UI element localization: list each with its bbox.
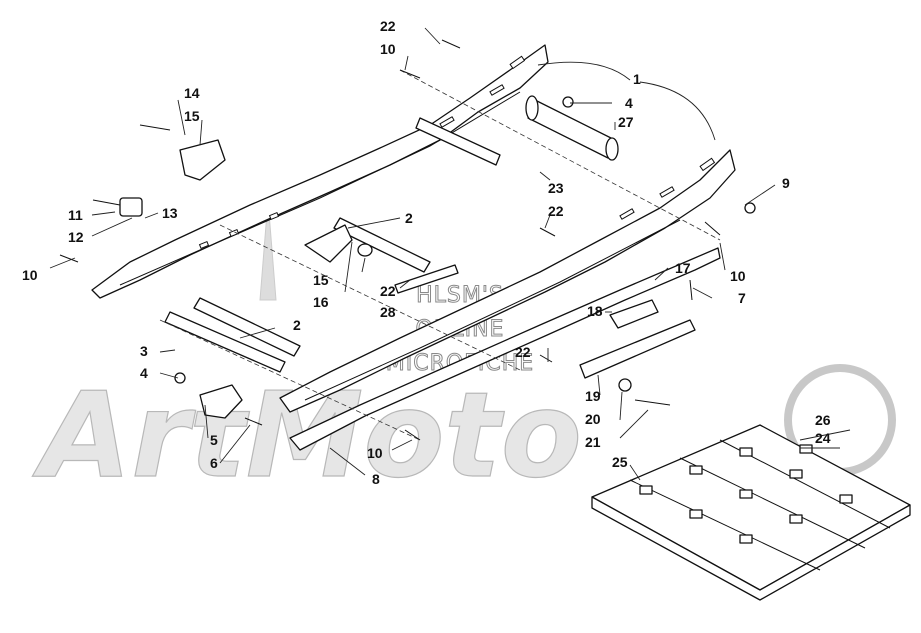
- left-rail: [91, 44, 549, 299]
- callout-24: 24: [815, 430, 831, 446]
- callout-23: 23: [548, 180, 564, 196]
- callout-9: 9: [782, 175, 790, 191]
- bracket-15-lower: [304, 224, 353, 263]
- bolt-22-top: [441, 39, 461, 49]
- bolt-10-left: [59, 254, 79, 263]
- track: [591, 424, 911, 601]
- bolt-10-bottom: [404, 429, 421, 441]
- cross-shafts: [159, 69, 721, 441]
- washer-20: [618, 378, 632, 392]
- callout-25: 25: [612, 454, 628, 470]
- pin-7: [689, 279, 693, 301]
- callout-26: 26: [815, 412, 831, 428]
- callout-27: 27: [618, 114, 634, 130]
- bolt-11: [92, 199, 121, 206]
- bumper-5: [199, 384, 243, 419]
- callout-labels: 1 2 2 3 4 4 5 6 7 8 9 10 10 10 10 11 12 …: [22, 18, 831, 487]
- callout-2-lower: 2: [293, 317, 301, 333]
- callout-10-top: 10: [380, 41, 396, 57]
- callout-11: 11: [68, 207, 83, 223]
- slide-strip-body: [289, 247, 721, 451]
- block-12: [119, 197, 143, 217]
- callout-22-left: 22: [380, 283, 396, 299]
- callout-19: 19: [585, 388, 601, 404]
- callout-15-upper: 15: [184, 108, 200, 124]
- bracket-28: [394, 264, 459, 294]
- callout-18: 18: [587, 303, 603, 319]
- bolt-10-right: [704, 221, 721, 236]
- bolt-21: [634, 399, 671, 406]
- callout-5: 5: [210, 432, 218, 448]
- hardware: [59, 39, 756, 441]
- cross-shaft-23: [415, 117, 501, 166]
- nut-9: [744, 202, 756, 214]
- callout-4-lower: 4: [140, 365, 148, 381]
- callout-22-top: 22: [380, 18, 396, 34]
- track-belt-edge: [591, 496, 911, 601]
- callout-15-lower: 15: [313, 272, 329, 288]
- cross-shaft-upper: [333, 217, 431, 273]
- bolt-22-mid: [539, 227, 556, 237]
- callout-22-low: 22: [515, 344, 531, 360]
- bolt-10-top: [399, 69, 421, 79]
- bolt-14: [139, 124, 171, 131]
- plate-18: [609, 299, 659, 329]
- callout-4-upper: 4: [625, 95, 633, 111]
- nut-4-upper: [562, 96, 574, 108]
- slide-wear-strip: [289, 247, 721, 451]
- callout-22-mid: 22: [548, 203, 564, 219]
- callout-7: 7: [738, 290, 746, 306]
- callout-13: 13: [162, 205, 178, 221]
- callout-14: 14: [184, 85, 200, 101]
- bracket-15-upper: [179, 139, 226, 181]
- callout-2-upper: 2: [405, 210, 413, 226]
- leader-lines: [49, 27, 851, 481]
- callout-21: 21: [585, 434, 601, 450]
- slide-19: [579, 319, 696, 379]
- bolt-22-low: [539, 354, 553, 363]
- right-rail: [279, 149, 736, 413]
- bolt-6: [244, 417, 263, 426]
- right-rail-body: [279, 149, 736, 413]
- nut-16: [357, 243, 373, 257]
- callout-3: 3: [140, 343, 148, 359]
- callout-1: 1: [633, 71, 641, 87]
- callout-8: 8: [372, 471, 380, 487]
- callout-10-bottom: 10: [367, 445, 383, 461]
- callout-6: 6: [210, 455, 218, 471]
- nut-4-lower: [174, 372, 186, 384]
- cross-shaft-27: [527, 99, 616, 159]
- callout-16: 16: [313, 294, 329, 310]
- left-rail-body: [91, 44, 549, 299]
- callout-10-left: 10: [22, 267, 38, 283]
- callout-28: 28: [380, 304, 396, 320]
- callout-17: 17: [675, 260, 691, 276]
- shaft-end-27: [525, 95, 539, 121]
- callout-12: 12: [68, 229, 84, 245]
- cross-shaft-lower: [164, 311, 286, 373]
- callout-20: 20: [585, 411, 601, 427]
- callout-10-right: 10: [730, 268, 746, 284]
